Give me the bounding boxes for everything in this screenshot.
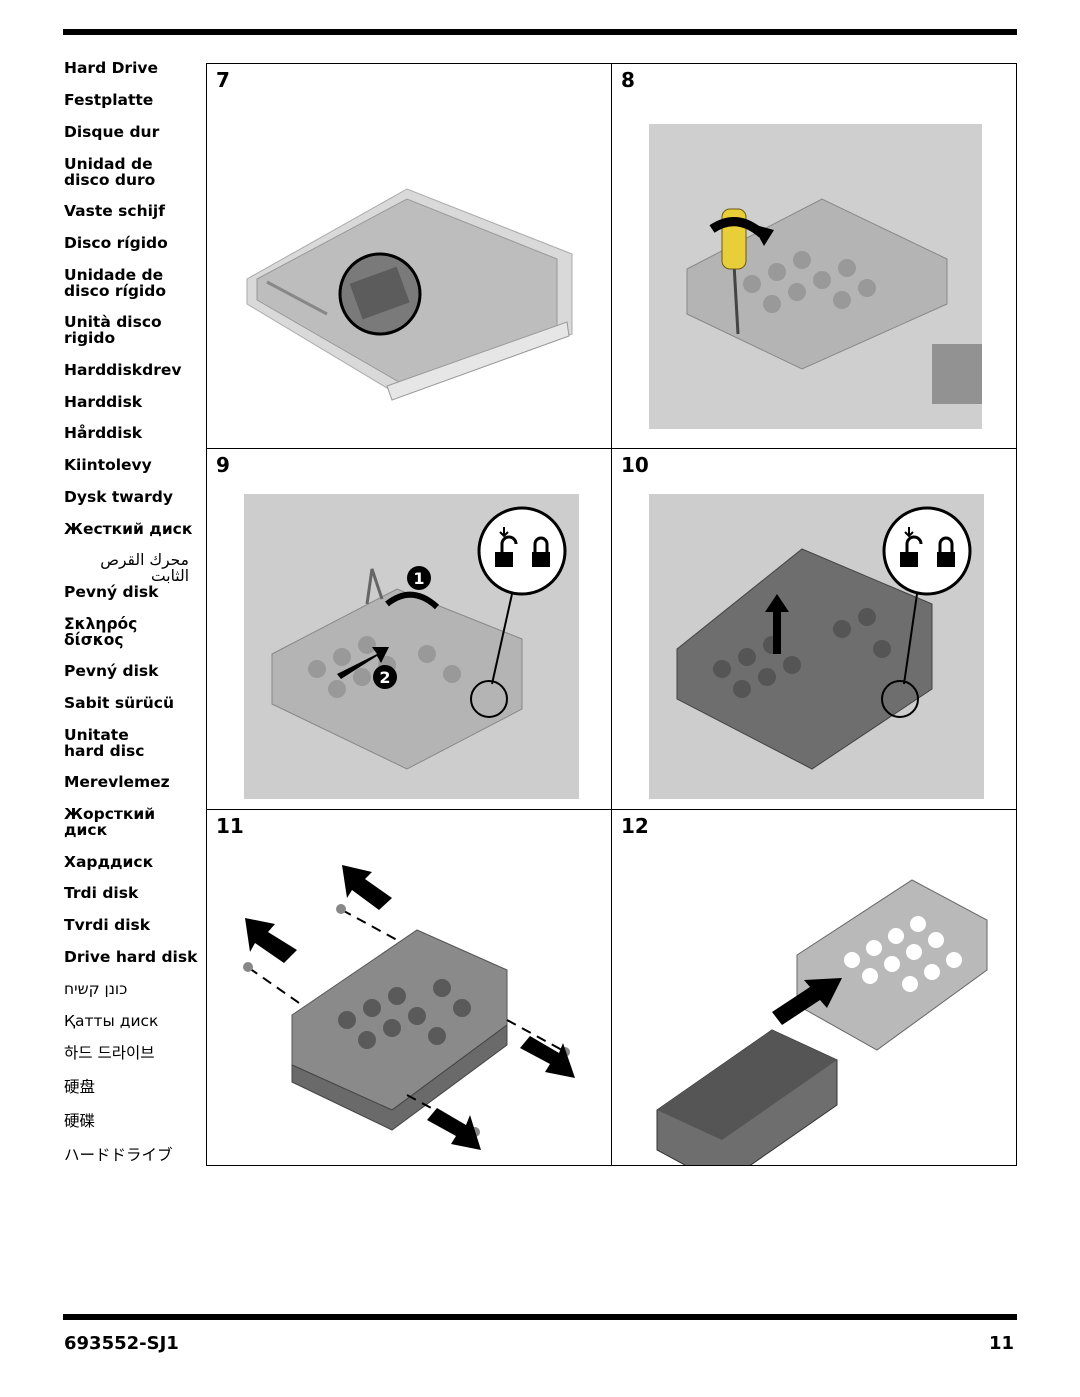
lock-zoom-circle (477, 506, 567, 596)
lang-label: ハードドライブ (64, 1146, 173, 1164)
lang-label: Dysk twardy (64, 488, 173, 506)
lang-label: Tvrdi disk (64, 916, 151, 934)
step-number: 12 (621, 814, 649, 838)
lang-label: Trdi disk (64, 884, 139, 902)
lang-label: 硬盘 (64, 1078, 96, 1096)
step-number: 8 (621, 68, 635, 92)
step-11-illustration (243, 865, 575, 1150)
lang-label: 하드 드라이브 (64, 1044, 155, 1062)
lang-label: Festplatte (64, 91, 154, 109)
arrow-icon (245, 918, 297, 963)
lang-label: Σκληρός δίσκος (64, 615, 138, 649)
step-10-panel: 10 (612, 449, 1017, 810)
arrow-icon (385, 591, 440, 610)
steps-grid: 7 8 (206, 63, 1017, 1166)
lang-label: Vaste schijf (64, 202, 165, 220)
lang-label: Unitate hard disc (64, 726, 145, 760)
lock-icon (532, 536, 550, 567)
step-11-panel: 11 (207, 810, 612, 1166)
arrow-icon (772, 978, 842, 1025)
lang-label: Pevný disk (64, 583, 159, 601)
step-12-illustration (656, 879, 988, 1165)
lang-label: Disco rígido (64, 234, 168, 252)
unlock-icon (495, 527, 518, 567)
step-number: 11 (216, 814, 244, 838)
lang-label: Harddiskdrev (64, 361, 182, 379)
callout-1 (407, 566, 431, 590)
step-number: 10 (621, 453, 649, 477)
callout-2-label: 2 (379, 668, 390, 687)
arrow-icon (342, 865, 392, 910)
lang-label: Hårddisk (64, 424, 143, 442)
arrow-icon (337, 647, 389, 679)
step-8-illustration (649, 124, 982, 429)
lang-label: Unità disco rigido (64, 313, 162, 347)
lock-zoom-circle (882, 506, 972, 596)
lang-label: Unidade de disco rígido (64, 266, 166, 300)
document-number: 693552-SJ1 (64, 1333, 179, 1354)
top-rule (63, 29, 1017, 35)
step-9-panel: 1 2 9 (207, 449, 612, 810)
lang-label: Қатты диск (64, 1012, 159, 1030)
page-number: 11 (988, 1333, 1014, 1354)
step-8-panel: 8 (612, 64, 1017, 449)
screw-icon (243, 962, 253, 972)
lang-label: Drive hard disk (64, 948, 198, 966)
bottom-rule (63, 1314, 1017, 1320)
step-12-panel: 12 (612, 810, 1017, 1166)
step-number: 9 (216, 453, 230, 477)
lang-label: Pevný disk (64, 662, 159, 680)
screw-icon (336, 904, 346, 914)
lang-label: 硬碟 (64, 1112, 96, 1130)
step-7-illustration (246, 188, 573, 401)
lang-label: Hard Drive (64, 59, 159, 77)
step-number: 7 (216, 68, 230, 92)
lang-label: Sabit sürücü (64, 694, 174, 712)
lang-label: כונן קשיח (64, 980, 128, 998)
lang-label: محرك القرص الثابت (100, 551, 189, 585)
lang-label: Disque dur (64, 123, 160, 141)
unlock-icon (900, 527, 923, 567)
lang-label: Харддиск (64, 853, 154, 871)
arrow-icon (520, 1036, 575, 1078)
lang-label: Жесткий диск (64, 520, 193, 538)
arrow-icon (427, 1108, 481, 1150)
step-7-panel: 7 (207, 64, 612, 449)
arrow-icon (765, 594, 789, 654)
lang-label: Merevlemez (64, 773, 170, 791)
lang-label: Kiintolevy (64, 456, 152, 474)
lang-label: Harddisk (64, 393, 143, 411)
callout-2 (373, 665, 397, 689)
callout-1-label: 1 (413, 569, 424, 588)
step-9-illustration: 1 2 (244, 494, 579, 799)
lang-label: Unidad de disco duro (64, 155, 156, 189)
step-10-illustration (649, 494, 984, 799)
lang-label: Жорсткий диск (64, 805, 156, 839)
lock-icon (937, 536, 955, 567)
